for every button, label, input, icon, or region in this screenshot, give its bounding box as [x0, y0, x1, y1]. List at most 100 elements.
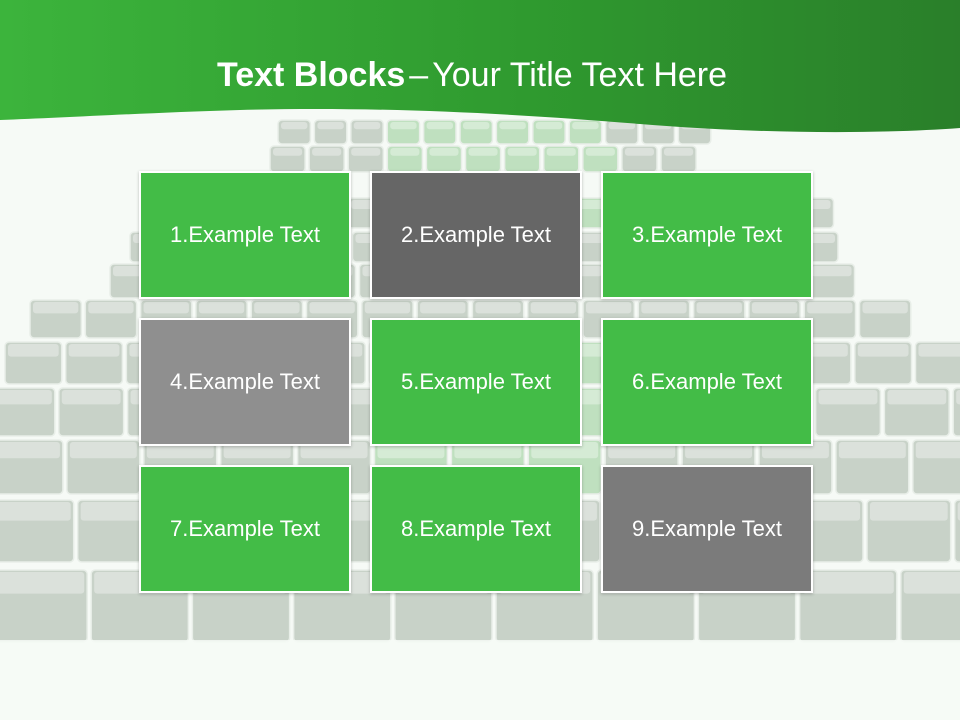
text-block-8-label: 8.Example Text	[400, 516, 551, 541]
background-cube	[29, 299, 83, 339]
text-block-9-label: 9.Example Text	[631, 516, 782, 541]
background-cube-highlight	[641, 302, 687, 314]
text-block-1-label: 1.Example Text	[169, 222, 320, 247]
background-cube	[912, 439, 960, 495]
background-cube-highlight	[751, 302, 798, 314]
background-cube-highlight	[507, 148, 537, 156]
background-cube-highlight	[88, 302, 134, 314]
title-rest-text: Your Title Text Here	[432, 56, 728, 94]
text-block-2-label: 2.Example Text	[400, 222, 551, 247]
background-cube	[835, 439, 910, 495]
background-cube-highlight	[146, 442, 214, 459]
background-cube	[350, 119, 384, 145]
background-cube	[313, 119, 348, 145]
background-cube-highlight	[802, 572, 894, 594]
background-cube	[58, 387, 125, 437]
background-cube-highlight	[887, 390, 947, 405]
text-block-9: 9.Example Text	[601, 465, 813, 593]
background-cube-highlight	[862, 302, 908, 314]
background-cube	[854, 341, 913, 385]
background-cube	[0, 499, 75, 563]
background-cube-highlight	[0, 390, 52, 405]
text-block-7: 7.Example Text	[139, 465, 351, 593]
background-cube-highlight	[273, 148, 303, 156]
background-cube-highlight	[918, 344, 960, 357]
background-cube-highlight	[300, 442, 368, 459]
background-cube-highlight	[818, 390, 878, 405]
background-cube-highlight	[309, 302, 355, 314]
background-cube-highlight	[857, 344, 909, 357]
background-cube-highlight	[426, 122, 453, 130]
background-cube-highlight	[573, 200, 608, 209]
text-block-2: 2.Example Text	[370, 171, 582, 299]
text-block-7-label: 7.Example Text	[169, 516, 320, 541]
background-cube	[914, 341, 960, 385]
background-cube-highlight	[0, 502, 71, 521]
background-cube-highlight	[957, 502, 960, 521]
background-fade	[0, 640, 960, 720]
background-cube-highlight	[454, 442, 522, 459]
title-bold-text: Text Blocks	[216, 56, 406, 94]
background-cube-highlight	[903, 572, 960, 594]
background-cube-highlight	[585, 148, 615, 156]
background-cube-highlight	[811, 266, 852, 277]
text-block-4: 4.Example Text	[139, 318, 351, 446]
background-cube	[84, 299, 138, 339]
background-cube-highlight	[664, 148, 694, 156]
background-cube-highlight	[608, 442, 676, 459]
background-cube-highlight	[499, 122, 526, 130]
background-cube	[0, 387, 56, 437]
background-cube	[347, 145, 385, 173]
background-cube-highlight	[915, 442, 960, 459]
background-cube-highlight	[351, 148, 381, 156]
background-cube-highlight	[870, 502, 948, 521]
text-block-6-label: 6.Example Text	[631, 369, 782, 394]
background-cube	[495, 119, 530, 145]
header-band	[0, 0, 960, 133]
background-cube-highlight	[475, 302, 521, 314]
background-cube-highlight	[353, 122, 381, 130]
text-block-6: 6.Example Text	[601, 318, 813, 446]
text-block-8: 8.Example Text	[370, 465, 582, 593]
background-cube	[883, 387, 950, 437]
background-cube-highlight	[364, 302, 411, 314]
background-cube-highlight	[198, 302, 245, 314]
background-cube	[568, 119, 603, 145]
text-block-3: 3.Example Text	[601, 171, 813, 299]
background-cube-highlight	[33, 302, 79, 314]
background-cube-highlight	[762, 442, 829, 459]
background-cube-highlight	[546, 148, 576, 156]
background-cube	[422, 119, 457, 145]
background-cube-highlight	[312, 148, 342, 156]
background-cube-highlight	[463, 122, 490, 130]
background-cube	[582, 145, 619, 173]
background-cube	[459, 119, 494, 145]
background-cube-highlight	[223, 442, 291, 459]
background-cube-highlight	[80, 502, 159, 521]
text-block-4-label: 4.Example Text	[169, 369, 320, 394]
background-cube-highlight	[68, 344, 120, 357]
background-cube	[386, 119, 421, 145]
text-block-5-label: 5.Example Text	[400, 369, 551, 394]
text-block-5: 5.Example Text	[370, 318, 582, 446]
background-cube-highlight	[8, 344, 59, 357]
background-cube	[858, 299, 912, 339]
background-cube-highlight	[572, 122, 599, 130]
background-cube-highlight	[61, 390, 121, 405]
background-cube	[953, 499, 960, 563]
background-cube-highlight	[254, 302, 300, 314]
background-cube	[952, 387, 960, 437]
background-cube	[0, 439, 64, 495]
background-cube-highlight	[468, 148, 498, 156]
background-cube-highlight	[420, 302, 466, 314]
background-cube-highlight	[390, 122, 417, 130]
background-cube-highlight	[281, 122, 308, 130]
background-cube	[814, 387, 882, 437]
background-cube-highlight	[0, 442, 60, 459]
background-cube	[277, 119, 312, 145]
background-cube-highlight	[390, 148, 420, 156]
background-cube	[866, 499, 952, 563]
background-cube-highlight	[0, 572, 85, 594]
background-cube-highlight	[530, 302, 576, 314]
